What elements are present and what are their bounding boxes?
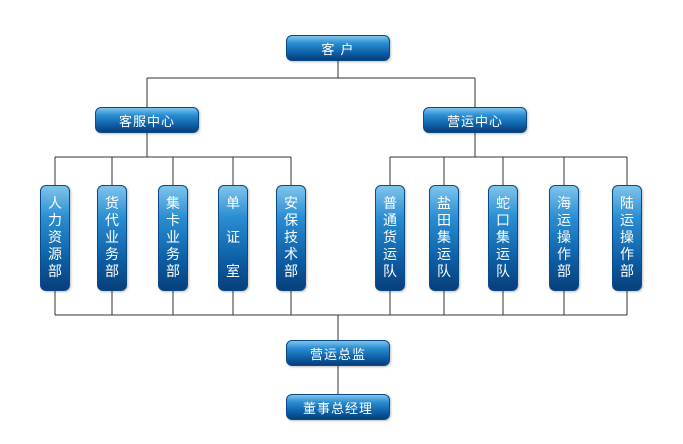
center-node-customer-service: 客服中心	[95, 107, 199, 133]
dept-node: 陆 运 操 作 部	[612, 185, 642, 291]
dept-node-label: 人 力 资 源 部	[48, 195, 62, 280]
top-node-label: 客 户	[321, 42, 355, 58]
manager-node: 董事总经理	[286, 394, 390, 420]
center-node-operations: 营运中心	[423, 107, 527, 133]
top-node-customer: 客 户	[286, 35, 390, 61]
dept-node-label: 蛇 口 集 运 队	[496, 195, 510, 280]
dept-node-label: 普 通 货 运 队	[383, 195, 397, 280]
dept-node: 安 保 技 术 部	[276, 185, 306, 291]
dept-node-label: 海 运 操 作 部	[557, 195, 571, 280]
dept-node-label: 盐 田 集 运 队	[437, 195, 451, 280]
dept-node-label: 陆 运 操 作 部	[620, 195, 634, 280]
supervisor-node: 营运总监	[286, 340, 390, 366]
center-node-label: 客服中心	[118, 114, 175, 130]
dept-node: 普 通 货 运 队	[375, 185, 405, 291]
supervisor-node-label: 营运总监	[309, 347, 366, 363]
dept-node-label: 单 证 室	[226, 195, 240, 280]
dept-node-label: 集 卡 业 务 部	[166, 195, 180, 280]
dept-node: 盐 田 集 运 队	[429, 185, 459, 291]
dept-node: 海 运 操 作 部	[549, 185, 579, 291]
dept-node-label: 货 代 业 务 部	[105, 195, 119, 280]
dept-node: 货 代 业 务 部	[97, 185, 127, 291]
dept-node-label: 安 保 技 术 部	[284, 195, 298, 280]
dept-node: 集 卡 业 务 部	[158, 185, 188, 291]
dept-node: 蛇 口 集 运 队	[488, 185, 518, 291]
center-node-label: 营运中心	[446, 114, 503, 130]
dept-node: 人 力 资 源 部	[40, 185, 70, 291]
dept-node: 单 证 室	[218, 185, 248, 291]
manager-node-label: 董事总经理	[302, 401, 373, 417]
